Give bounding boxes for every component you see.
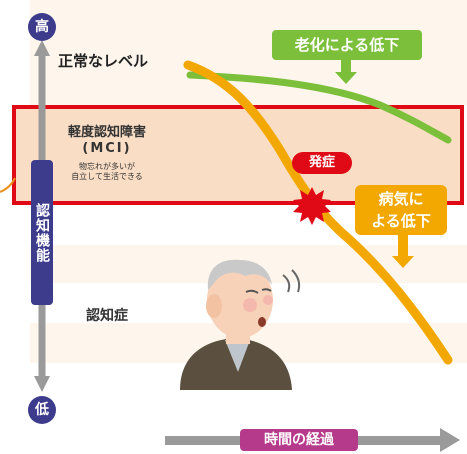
normal-level-label: 正常なレベル: [58, 52, 149, 70]
high-marker: 高: [28, 13, 56, 41]
disease-decline-label: 病気に よる低下: [355, 185, 447, 235]
mci-abbreviation: (MCI): [82, 141, 132, 156]
aging-line: [186, 71, 452, 144]
onset-burst: [293, 187, 331, 225]
vertical-axis-up-head: [34, 40, 50, 56]
elderly-man-illustration: [180, 259, 301, 390]
mci-description: 物忘れが多いが 自立して生活できる: [52, 162, 162, 182]
aging-decline-label: 老化による低下: [272, 30, 422, 60]
time-axis-head: [440, 428, 460, 452]
mci-description-line-1: 物忘れが多いが: [79, 162, 135, 171]
time-passage-label: 時間の経過: [240, 429, 358, 451]
connector-line: [0, 177, 16, 193]
disease-decline-line-1: 病気に: [378, 190, 424, 208]
disease-decline-line-2: よる低下: [371, 212, 431, 230]
aging-arrow: [335, 60, 357, 84]
disease-arrow: [392, 232, 414, 268]
mci-description-line-2: 自立して生活できる: [71, 172, 143, 181]
mci-frame: [12, 105, 464, 205]
vertical-axis-down-head: [34, 376, 50, 392]
mci-title: 軽度認知障害: [67, 125, 146, 140]
dementia-label: 認知症: [86, 308, 128, 324]
onset-label: 発症: [292, 152, 352, 174]
cognitive-function-label: 認知機能: [31, 160, 53, 305]
low-marker: 低: [28, 396, 56, 424]
